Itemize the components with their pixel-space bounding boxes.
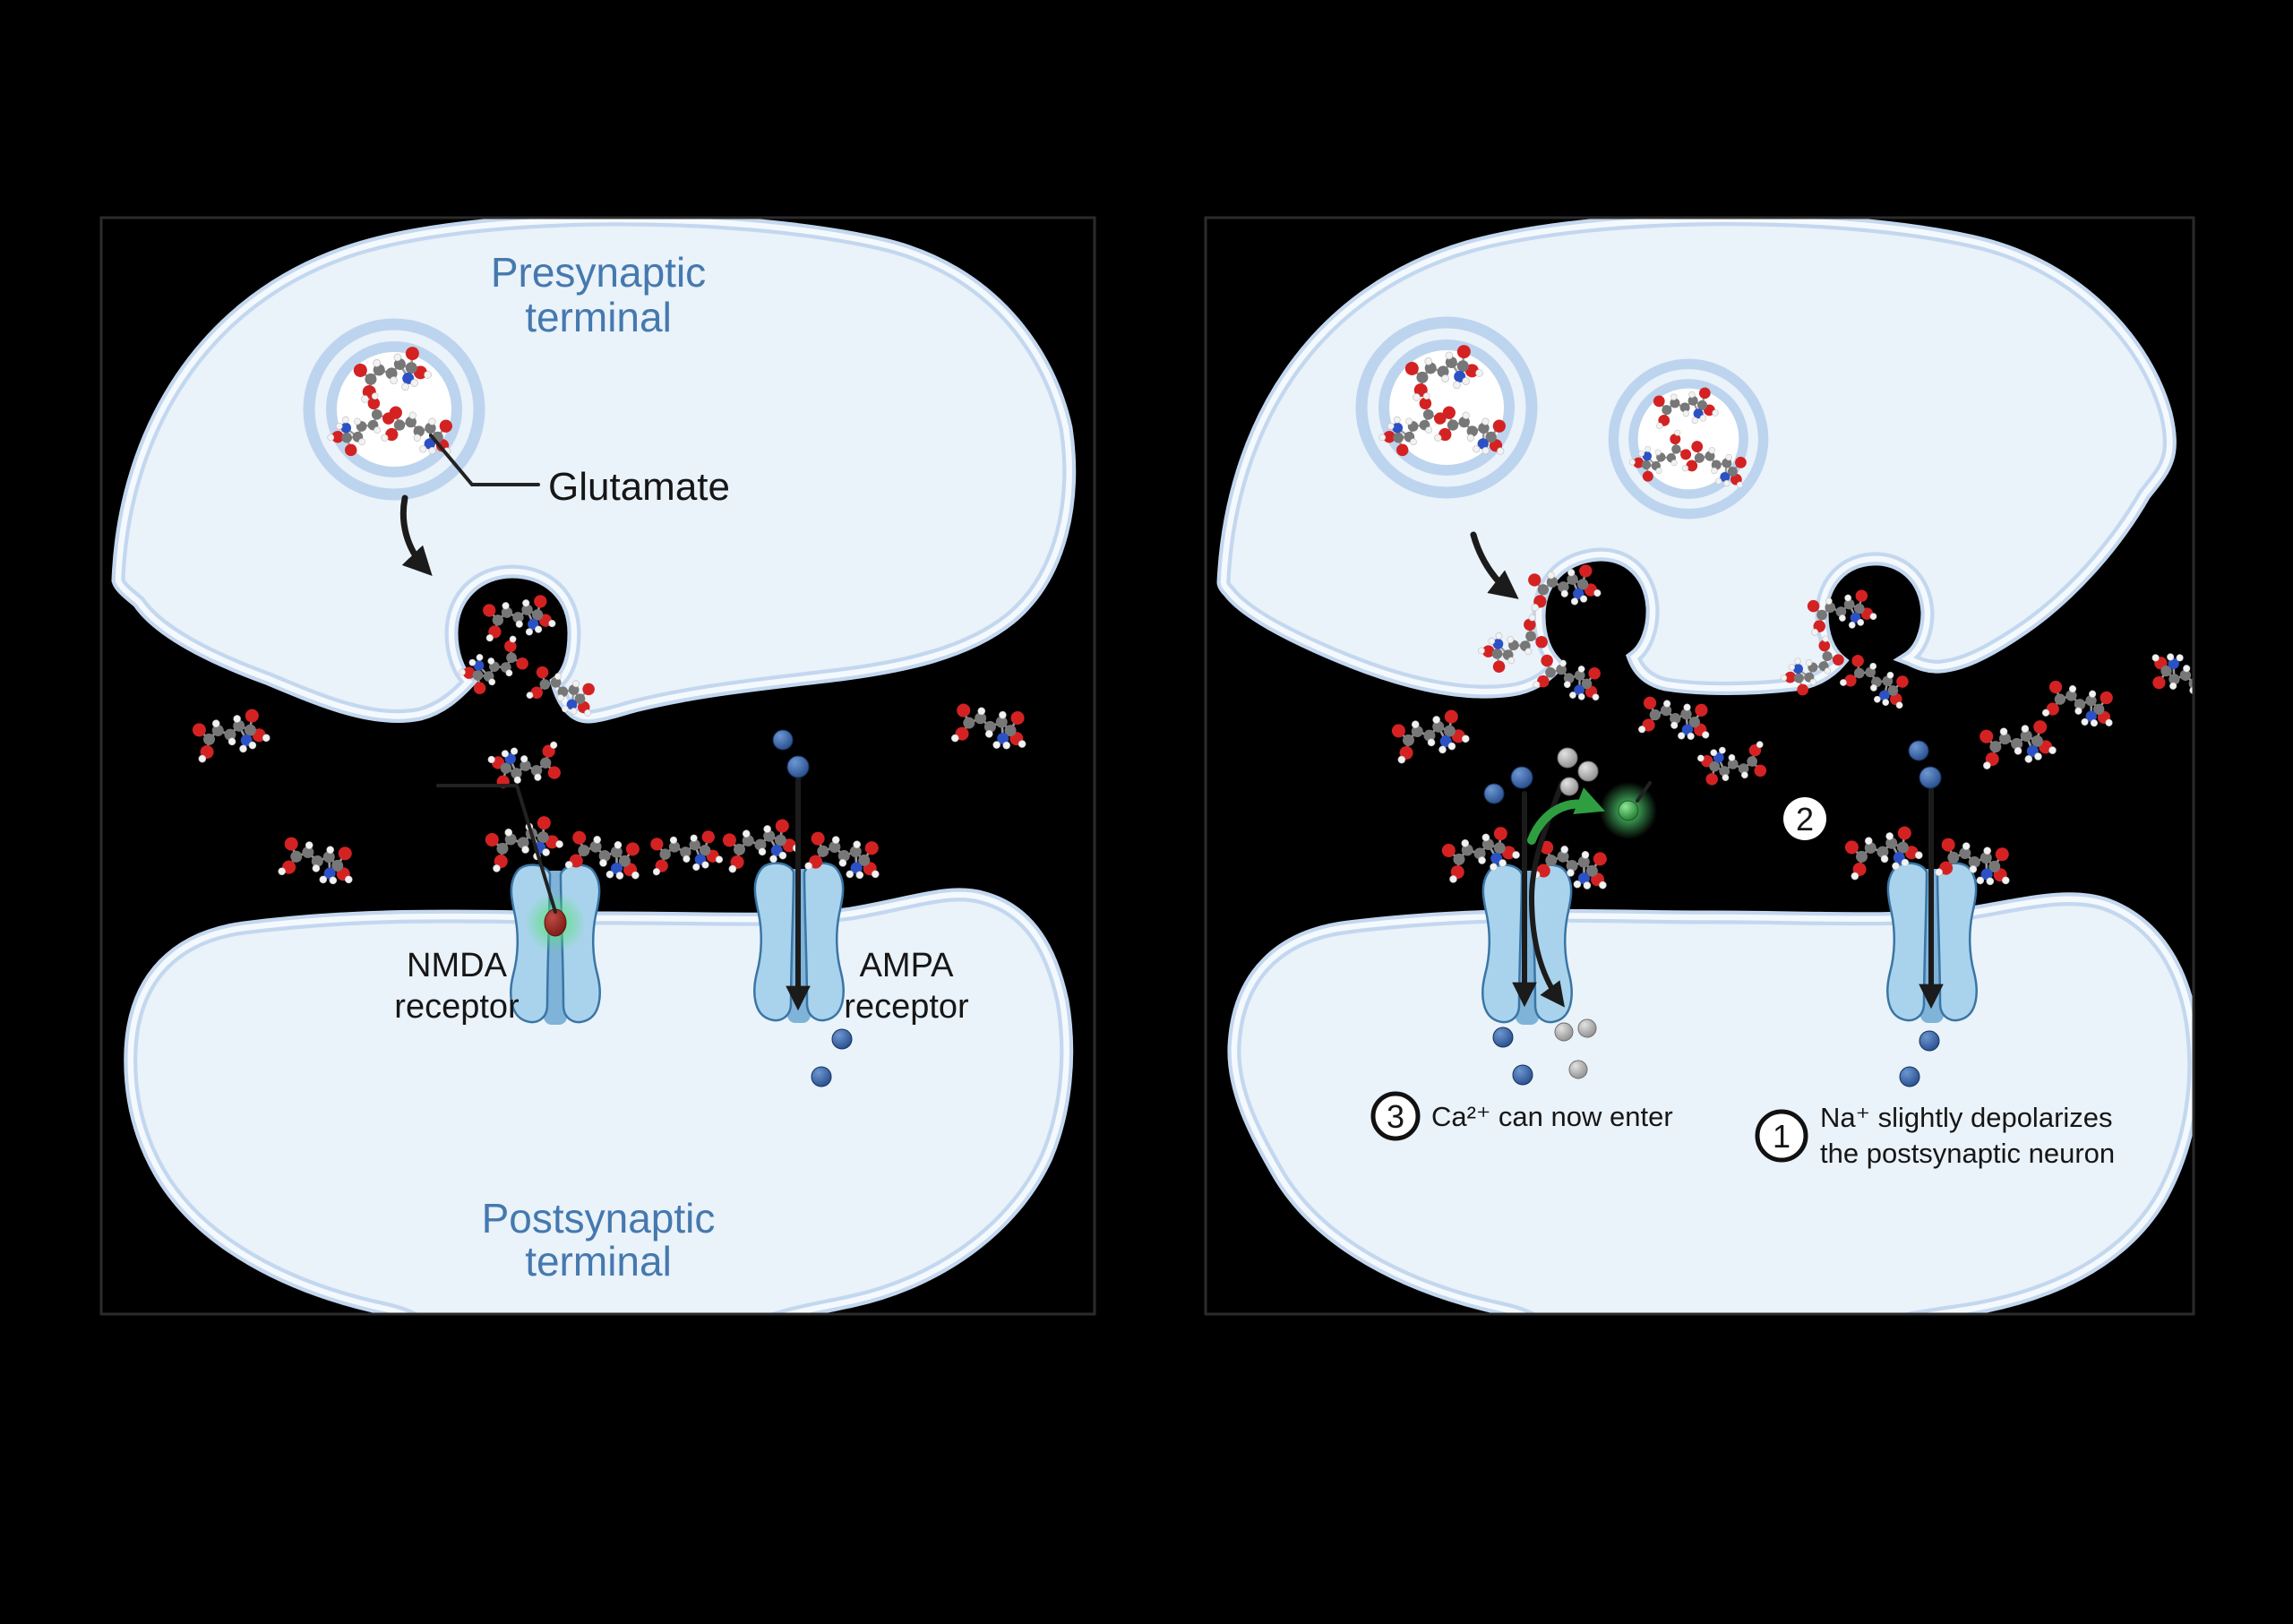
glutamate-molecule bbox=[1695, 738, 1770, 788]
sodium-ion bbox=[1919, 766, 1942, 789]
synaptic-vesicle bbox=[1361, 322, 1532, 493]
sodium-ion bbox=[1919, 1030, 1940, 1052]
glutamate-molecule bbox=[2040, 677, 2120, 733]
glutamate-molecule bbox=[718, 815, 803, 876]
calcium-ion bbox=[1557, 747, 1578, 769]
synaptic-vesicle bbox=[309, 324, 479, 494]
right-panel-border bbox=[1204, 216, 2195, 1316]
glutamate-molecule bbox=[1531, 651, 1608, 707]
step-1-text: Na⁺ slightly depolarizes bbox=[1820, 1102, 2113, 1133]
postsynaptic-terminal-label: terminal bbox=[525, 1238, 672, 1285]
calcium-ion bbox=[1568, 1060, 1588, 1079]
step-2-number: 2 bbox=[1796, 801, 1814, 838]
right-panel: 2 3 Ca²⁺ can now enter 1 Na⁺ slightly de… bbox=[1204, 216, 2195, 1316]
glutamate-molecule bbox=[2145, 649, 2193, 700]
step-3-text: Ca²⁺ can now enter bbox=[1431, 1101, 1673, 1132]
left-panel: Presynaptic terminal Glutamate NMDA rece… bbox=[99, 216, 1096, 1316]
step-1-text: the postsynaptic neuron bbox=[1820, 1138, 2115, 1169]
glutamate-molecule bbox=[1636, 694, 1714, 744]
glutamate-molecule bbox=[1387, 706, 1473, 767]
ampa-receptor-label: receptor bbox=[844, 988, 969, 1026]
nmda-receptor-label: receptor bbox=[394, 988, 520, 1026]
glutamate-molecule bbox=[479, 591, 558, 644]
sodium-ion bbox=[1899, 1066, 1920, 1087]
glutamate-molecule bbox=[481, 812, 567, 875]
sodium-ion bbox=[1483, 783, 1505, 804]
nmda-receptor-label: NMDA bbox=[407, 947, 508, 984]
step-1-badge bbox=[1755, 1109, 1808, 1163]
step-3-annotation: 3 Ca²⁺ can now enter bbox=[1370, 1091, 1673, 1141]
step-1-number: 1 bbox=[1773, 1118, 1791, 1155]
left-panel-border bbox=[99, 216, 1096, 1316]
sodium-ion bbox=[1512, 1064, 1533, 1086]
magnesium-expel-arrow-icon bbox=[1527, 787, 1605, 845]
presynaptic-terminal-label: terminal bbox=[525, 294, 672, 340]
glutamate-molecule bbox=[1976, 717, 2059, 772]
glutamate-molecule bbox=[276, 834, 359, 889]
step-3-number: 3 bbox=[1387, 1098, 1404, 1135]
presynaptic-terminal-label: Presynaptic bbox=[491, 249, 706, 296]
calcium-ion bbox=[1577, 1018, 1597, 1038]
sodium-ion bbox=[811, 1066, 832, 1087]
ampa-receptor-label: AMPA bbox=[860, 947, 955, 984]
synaptic-vesicle bbox=[1613, 364, 1763, 513]
magnesium-leader-line bbox=[436, 784, 557, 914]
glutamate-leader-line bbox=[429, 434, 540, 486]
glutamate-molecule bbox=[647, 828, 726, 878]
sodium-ion bbox=[831, 1028, 853, 1050]
calcium-ion bbox=[1554, 1022, 1574, 1042]
sodium-ion bbox=[772, 729, 794, 751]
calcium-ion bbox=[1559, 777, 1579, 796]
postsynaptic-terminal-label: Postsynaptic bbox=[482, 1195, 716, 1242]
glutamate-label: Glutamate bbox=[548, 465, 730, 509]
calcium-ion bbox=[1577, 760, 1599, 782]
step-2-badge: 2 bbox=[1783, 797, 1826, 840]
nmda-receptor bbox=[510, 864, 601, 1027]
sodium-ion bbox=[1510, 766, 1533, 789]
release-arrow-icon bbox=[399, 494, 433, 576]
sodium-ion bbox=[786, 755, 810, 778]
magnesium-ion bbox=[1618, 800, 1639, 821]
step-1-annotation: 1 Na⁺ slightly depolarizes the postsynap… bbox=[1755, 1102, 2115, 1169]
release-arrow-icon bbox=[1470, 531, 1519, 599]
glutamate-molecule bbox=[949, 701, 1032, 754]
step-3-badge bbox=[1370, 1091, 1421, 1141]
glutamate-molecule bbox=[188, 705, 273, 766]
sodium-ion bbox=[1908, 740, 1929, 761]
sodium-ion bbox=[1492, 1027, 1514, 1048]
magnesium-leader-tick bbox=[1636, 781, 1652, 803]
glutamate-molecule bbox=[485, 739, 564, 792]
